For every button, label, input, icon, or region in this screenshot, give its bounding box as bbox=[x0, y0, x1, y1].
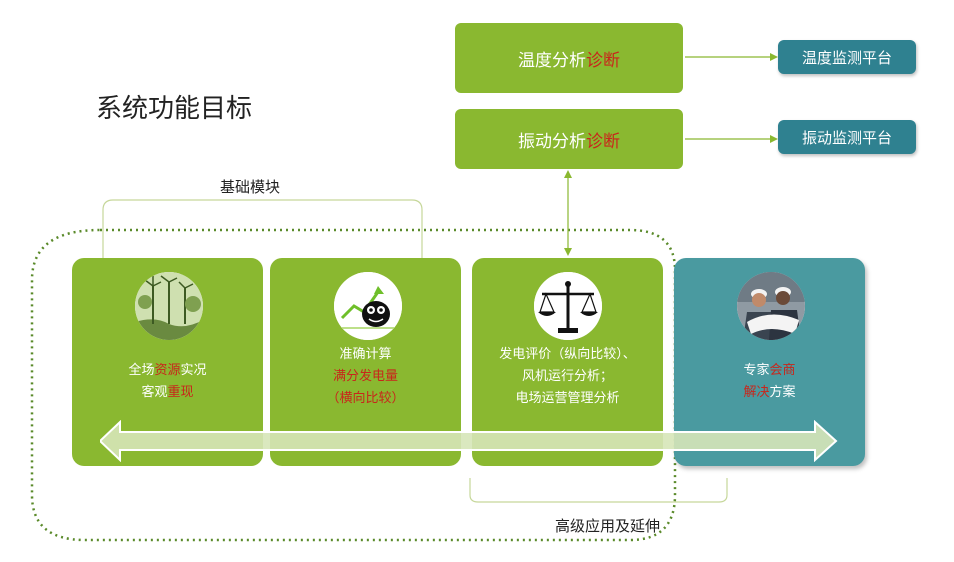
card-power-calc-line-3: （横向比较） bbox=[326, 391, 405, 406]
card-power-calc-line-1: 准确计算 bbox=[339, 347, 392, 362]
balance-scale-icon bbox=[534, 272, 602, 340]
dotted-outline bbox=[30, 228, 677, 542]
temperature-diagnosis-highlight: 诊断 bbox=[586, 50, 620, 71]
vibration-diagnosis-label: 振动分析 bbox=[518, 131, 586, 152]
advanced-application-label: 高级应用及延伸 bbox=[555, 517, 661, 535]
card-resource-line-2: 客观重现 bbox=[141, 385, 194, 400]
card-expert-line-2: 解决方案 bbox=[743, 385, 796, 400]
card-evaluation-line-1: 发电评价（纵向比较）、 bbox=[499, 347, 636, 362]
experts-photo-icon bbox=[737, 272, 805, 340]
card-expert-text: 专家会商 解决方案 bbox=[674, 360, 865, 404]
card-resource-line-1: 全场资源实况 bbox=[128, 363, 207, 378]
horizontal-double-arrow bbox=[100, 420, 838, 462]
card-power-calc-line-2: 满分发电量 bbox=[332, 369, 398, 384]
card-resource-text: 全场资源实况 客观重现 bbox=[72, 360, 263, 404]
vibration-diagnosis-box: 振动分析诊断 bbox=[455, 109, 683, 169]
card-evaluation-text: 发电评价（纵向比较）、 风机运行分析； 电场运营管理分析 bbox=[472, 344, 663, 410]
temperature-diagnosis-label: 温度分析 bbox=[518, 50, 586, 71]
vibration-platform-box: 振动监测平台 bbox=[778, 120, 916, 154]
vibration-diagnosis-highlight: 诊断 bbox=[586, 131, 620, 152]
card-evaluation-line-2: 风机运行分析； bbox=[521, 369, 613, 384]
card-power-calc-text: 准确计算 满分发电量 （横向比较） bbox=[270, 344, 461, 410]
page-title: 系统功能目标 bbox=[96, 94, 253, 124]
advanced-bracket bbox=[469, 478, 728, 503]
basic-module-label: 基础模块 bbox=[220, 178, 281, 196]
card-evaluation-line-3: 电场运营管理分析 bbox=[515, 391, 620, 406]
card-expert-line-1: 专家会商 bbox=[743, 363, 796, 378]
growth-chart-mascot-icon bbox=[334, 272, 402, 340]
wind-forest-icon bbox=[135, 272, 203, 340]
temperature-platform-box: 温度监测平台 bbox=[778, 40, 916, 74]
basic-bracket bbox=[102, 199, 423, 258]
temperature-diagnosis-box: 温度分析诊断 bbox=[455, 23, 683, 93]
